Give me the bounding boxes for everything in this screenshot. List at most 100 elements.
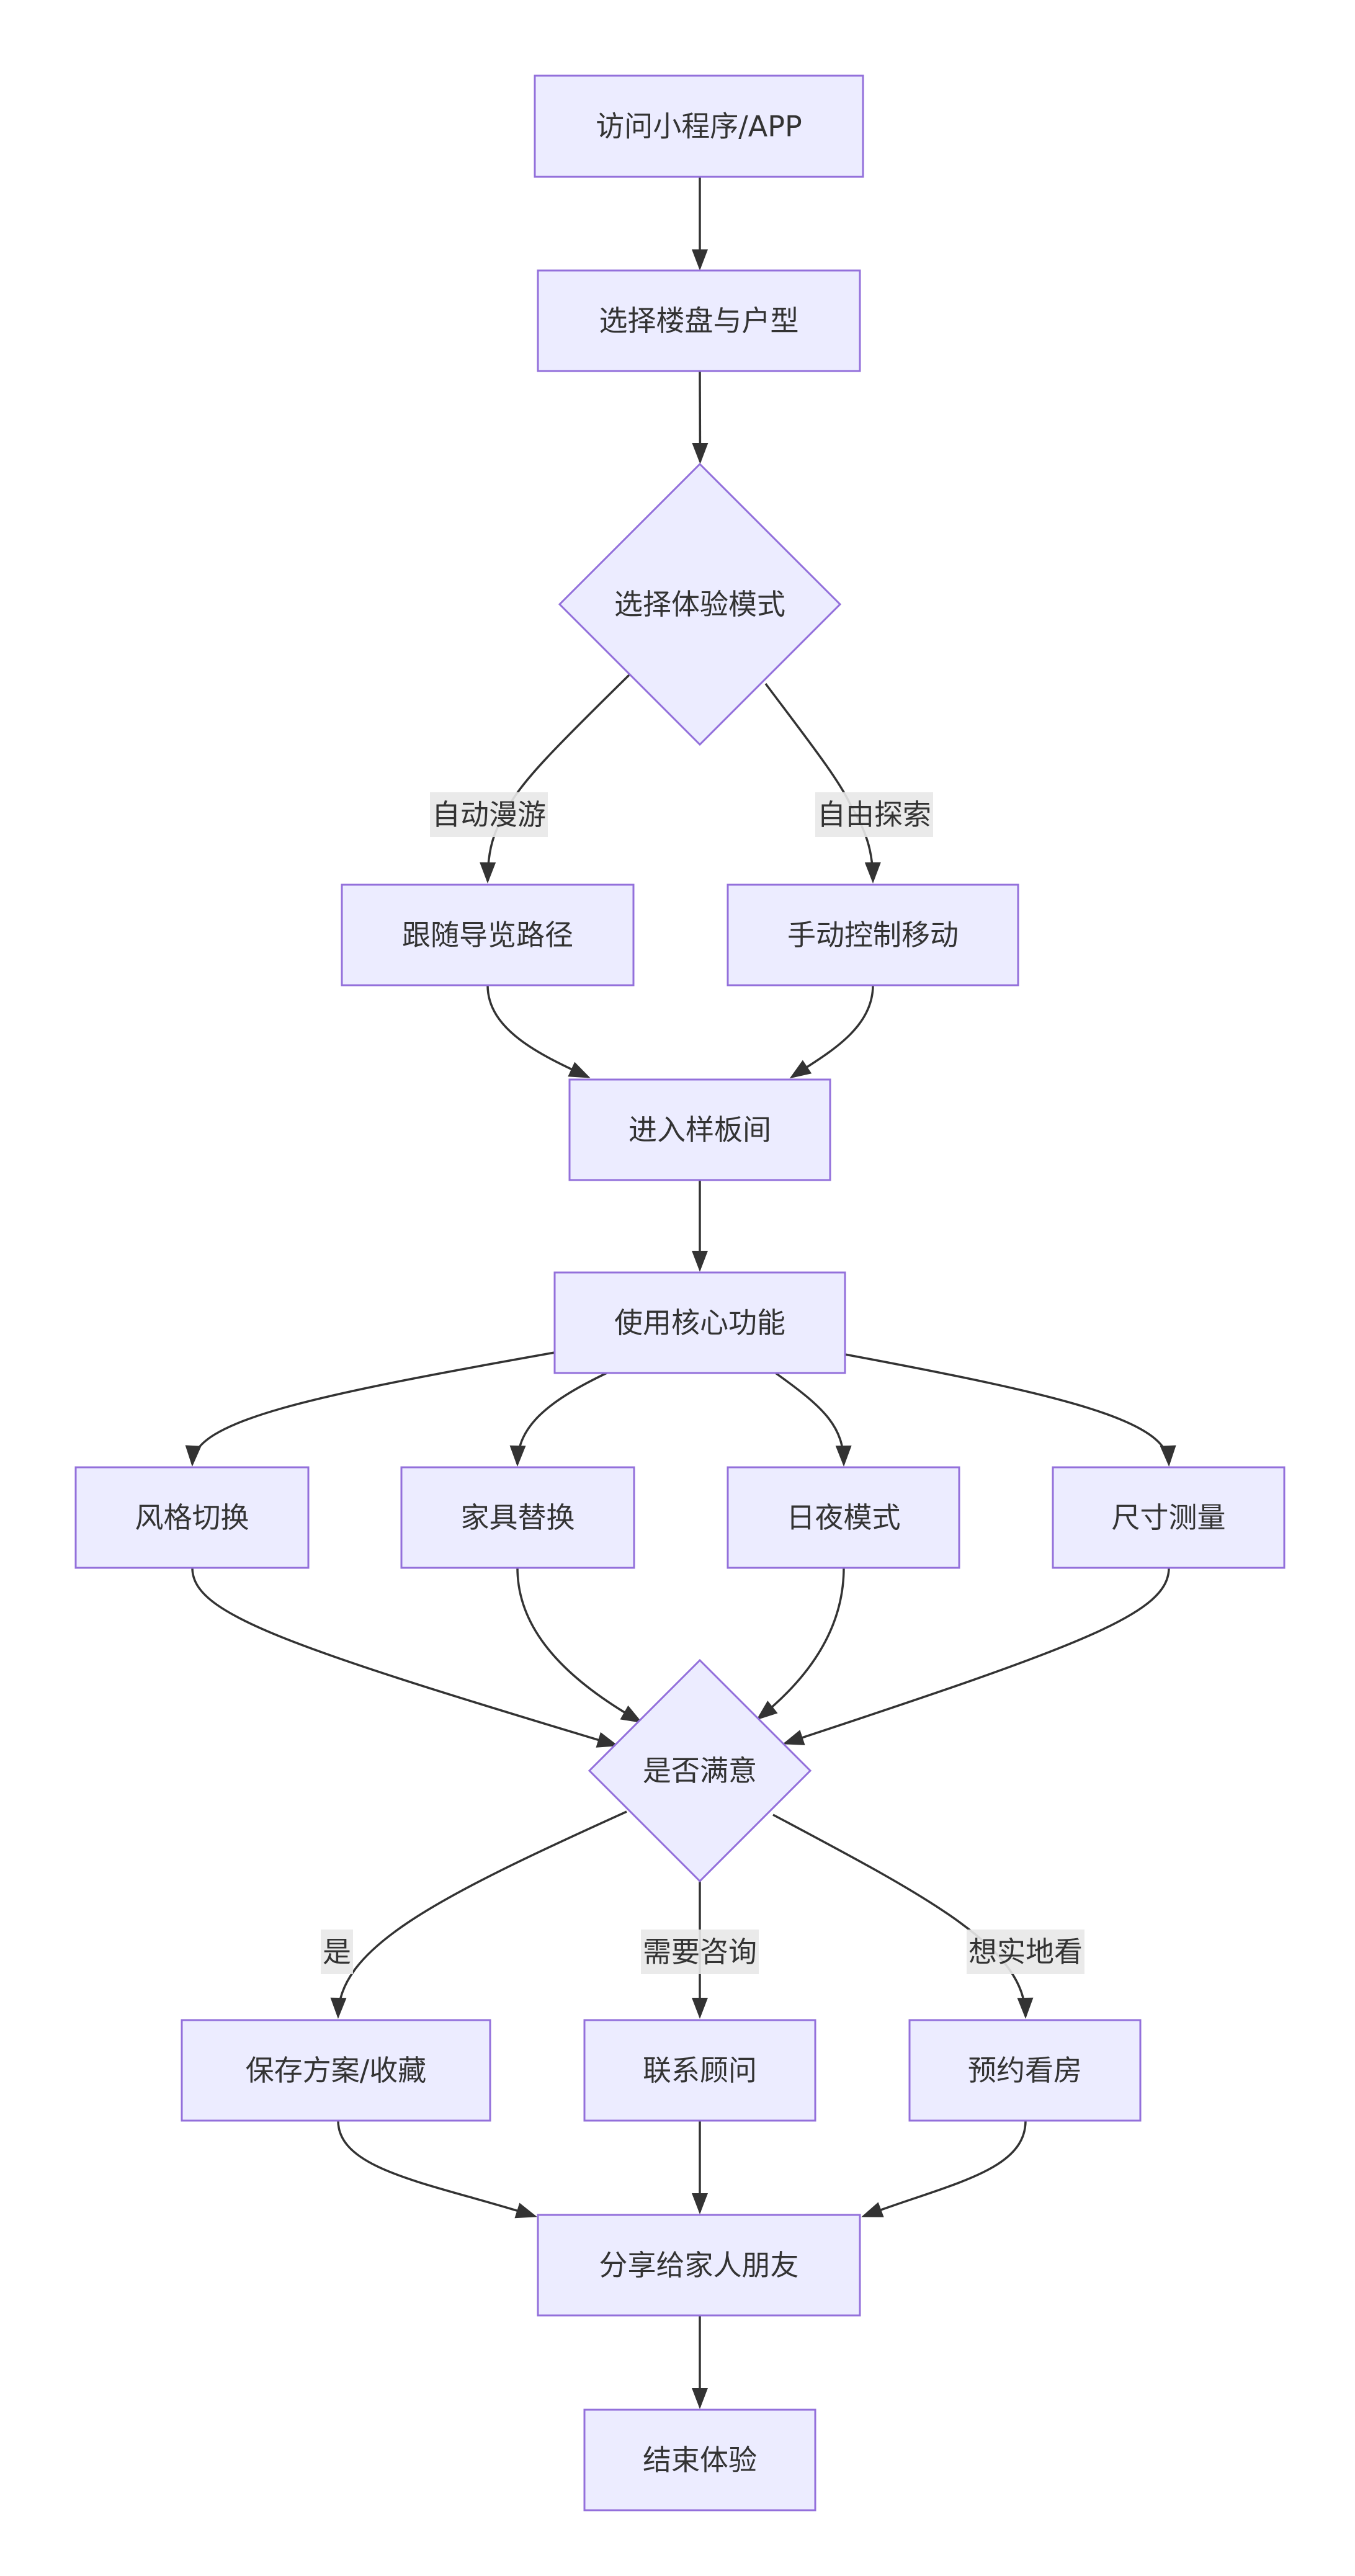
- node-label: 是否满意: [643, 1754, 757, 1787]
- node-box: [553, 1271, 846, 1374]
- node-box: [341, 883, 635, 986]
- diamond-shape: [588, 1658, 812, 1883]
- node-label: 进入样板间: [628, 1113, 771, 1147]
- decision-node-c: 选择体验模式: [558, 462, 842, 746]
- edge-label-text: 想实地看: [968, 1935, 1083, 1969]
- arrowhead-l-n: [692, 1998, 708, 2019]
- node-label: 选择楼盘与户型: [599, 304, 799, 338]
- node-label: 保存方案/收藏: [246, 2054, 427, 2087]
- node-label: 尺寸测量: [1112, 1501, 1226, 1534]
- edge-label-l-n: 需要咨询: [641, 1930, 759, 1974]
- edges: [185, 177, 1176, 2409]
- node-box: [181, 2019, 491, 2122]
- edge-d-f: [486, 985, 589, 1078]
- arrowhead-o-p: [861, 2202, 884, 2217]
- node-label: 风格切换: [135, 1501, 249, 1534]
- edge-label-text: 是: [323, 1935, 351, 1969]
- node-label: 访问小程序/APP: [596, 110, 802, 143]
- node-box: [727, 1466, 960, 1569]
- edge-label-text: 自动漫游: [432, 798, 546, 831]
- node-label: 手动控制移动: [787, 918, 959, 952]
- edge-label-l-o: 想实地看: [967, 1930, 1084, 1974]
- arrowhead-g-i: [509, 1445, 526, 1467]
- edge-l-m: [337, 1810, 627, 2017]
- node-label: 使用核心功能: [614, 1306, 785, 1339]
- process-node-b: 选择楼盘与户型: [537, 269, 861, 372]
- node-label: 分享给家人朋友: [599, 2248, 799, 2282]
- node-box: [727, 883, 1019, 986]
- arrowhead-l-m: [330, 1997, 347, 2019]
- arrowhead-e-f: [789, 1060, 812, 1079]
- process-node-g: 使用核心功能: [553, 1271, 846, 1374]
- node-box: [908, 2019, 1142, 2122]
- arrowhead-j-l: [756, 1701, 778, 1720]
- arrowhead-d-f: [568, 1062, 591, 1078]
- node-box: [534, 74, 864, 178]
- node-label: 家具替换: [461, 1501, 575, 1534]
- arrowhead-h-l: [596, 1732, 619, 1748]
- process-node-d: 跟随导览路径: [341, 883, 635, 986]
- diamond-shape: [558, 462, 842, 746]
- process-node-k: 尺寸测量: [1052, 1466, 1286, 1569]
- arrowhead-k-l: [782, 1730, 805, 1745]
- arrowhead-c-e: [864, 862, 881, 883]
- node-box: [537, 269, 861, 372]
- node-label: 预约看房: [968, 2054, 1082, 2087]
- node-label: 选择体验模式: [614, 588, 785, 621]
- node-label: 联系顾问: [643, 2054, 757, 2087]
- process-node-i: 家具替换: [400, 1466, 635, 1569]
- process-node-e: 手动控制移动: [727, 883, 1019, 986]
- edge-k-l: [784, 1567, 1170, 1745]
- edge-o-p: [863, 2120, 1027, 2217]
- process-node-n: 联系顾问: [583, 2019, 816, 2122]
- process-node-f: 进入样板间: [568, 1078, 831, 1181]
- arrowhead-i-l: [620, 1705, 643, 1723]
- arrowhead-a-b: [692, 249, 708, 271]
- node-box: [400, 1466, 635, 1569]
- edge-m-p: [337, 2120, 535, 2217]
- arrowhead-m-p: [514, 2203, 537, 2219]
- node-label: 结束体验: [643, 2443, 757, 2477]
- arrowhead-n-p: [692, 2193, 708, 2214]
- arrowhead-g-j: [835, 1445, 852, 1467]
- edge-c-e: [764, 682, 874, 882]
- edge-j-l: [757, 1567, 845, 1720]
- node-box: [583, 2408, 816, 2511]
- node-label: 跟随导览路径: [402, 918, 573, 952]
- decision-node-l: 是否满意: [588, 1658, 812, 1883]
- process-node-a: 访问小程序/APP: [534, 74, 864, 178]
- process-node-o: 预约看房: [908, 2019, 1142, 2122]
- arrowhead-c-d: [480, 862, 496, 883]
- edge-g-j: [774, 1372, 845, 1465]
- arrowhead-g-h: [185, 1445, 202, 1467]
- edge-c-d: [486, 674, 630, 882]
- edge-h-l: [191, 1567, 617, 1746]
- process-node-m: 保存方案/收藏: [181, 2019, 491, 2122]
- arrowhead-b-c: [692, 442, 709, 464]
- arrowhead-l-o: [1017, 1997, 1034, 2019]
- node-label: 日夜模式: [787, 1501, 901, 1534]
- node-box: [74, 1466, 310, 1569]
- process-node-q: 结束体验: [583, 2408, 816, 2511]
- process-node-p: 分享给家人朋友: [537, 2214, 861, 2317]
- arrowhead-p-q: [692, 2388, 708, 2409]
- node-box: [1052, 1466, 1286, 1569]
- process-node-h: 风格切换: [74, 1466, 310, 1569]
- arrowhead-g-k: [1160, 1445, 1176, 1467]
- edge-g-k: [844, 1353, 1170, 1465]
- edge-i-l: [516, 1567, 641, 1723]
- node-box: [537, 2214, 861, 2317]
- node-box: [568, 1078, 831, 1181]
- edge-label-text: 需要咨询: [643, 1935, 757, 1969]
- edge-label-c-e: 自由探索: [815, 792, 933, 837]
- edge-l-o: [772, 1813, 1027, 2017]
- edge-label-c-d: 自动漫游: [430, 792, 548, 837]
- process-node-j: 日夜模式: [727, 1466, 960, 1569]
- node-box: [583, 2019, 816, 2122]
- edge-label-l-m: 是: [321, 1930, 353, 1974]
- edge-g-h: [191, 1351, 555, 1465]
- arrowhead-f-g: [692, 1251, 708, 1272]
